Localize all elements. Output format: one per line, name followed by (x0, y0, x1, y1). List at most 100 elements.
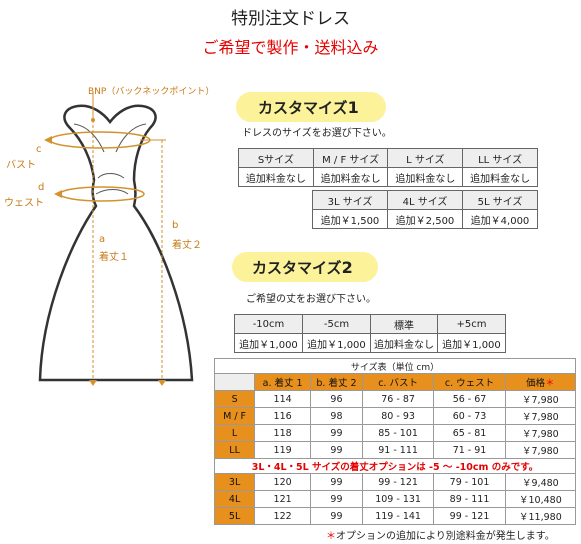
size-option-l[interactable]: L サイズ (387, 148, 464, 168)
size-chart-cell: ￥7,980 (504, 390, 577, 408)
size-option-price: 追加料金なし (312, 167, 389, 187)
size-chart-cell: 80 - 93 (361, 407, 435, 425)
large-size-price-row: 追加￥1,500 追加￥2,500 追加￥4,000 (312, 209, 538, 229)
customize-1-number: 1 (347, 98, 359, 117)
bust-arrow-icon (44, 136, 52, 144)
size-option-4l[interactable]: 4L サイズ (387, 190, 463, 210)
dress-diagram (38, 92, 194, 386)
b-label: 着丈２ (172, 240, 202, 251)
size-option-table: Sサイズ M / F サイズ L サイズ LL サイズ 追加料金なし 追加料金な… (238, 148, 538, 187)
customize-1-title-text: カスタマイズ (258, 99, 348, 117)
page-subtitle: ご希望で製作・送料込み (202, 38, 379, 57)
length-option-header-row: -10cm -5cm 標準 +5cm (234, 314, 507, 334)
size-option-3l[interactable]: 3L サイズ (312, 190, 388, 210)
size-chart-cell: 116 (254, 407, 312, 425)
length-option-price: 追加￥1,000 (436, 333, 507, 353)
size-chart-table: サイズ表（単位 cm） a. 着丈 1 b. 着丈 2 c. バスト c. ウェ… (213, 358, 577, 525)
length-option-standard[interactable]: 標準 (369, 314, 438, 334)
a-length-arrow (89, 380, 97, 386)
length-option-minus5[interactable]: -5cm (301, 314, 371, 334)
large-size-header-row: 3L サイズ 4L サイズ 5L サイズ (312, 190, 538, 210)
b-length-arrow (158, 380, 166, 386)
customize-1-badge (236, 92, 386, 122)
size-chart-size-label: M / F (213, 407, 256, 425)
size-option-ll[interactable]: LL サイズ (462, 148, 538, 168)
size-chart-size-label: 3L (213, 473, 256, 491)
size-chart-cell: 99 (310, 490, 363, 508)
size-chart-notice-row: 3L・4L・5L サイズの着丈オプションは -5 ～ -10cm のみです。 (214, 458, 576, 474)
size-chart-cell: 89 - 111 (433, 490, 506, 508)
size-chart-cell: 120 (254, 473, 312, 491)
size-option-price: 追加料金なし (387, 167, 464, 187)
length-option-table: -10cm -5cm 標準 +5cm 追加￥1,000 追加￥1,000 追加料… (234, 314, 507, 353)
length-option-price-row: 追加￥1,000 追加￥1,000 追加料金なし 追加￥1,000 (234, 333, 507, 353)
dress-fold-line (95, 189, 129, 195)
size-chart-cell: 96 (310, 390, 363, 408)
size-option-mf[interactable]: M / F サイズ (312, 148, 389, 168)
size-chart-cell: ￥9,480 (504, 473, 577, 491)
size-option-s[interactable]: Sサイズ (238, 148, 314, 168)
length-option-minus10[interactable]: -10cm (234, 314, 303, 334)
size-chart-caption-row: サイズ表（単位 cm） (214, 358, 576, 374)
waist-arrow-icon (54, 190, 62, 198)
customize-2-number: 2 (341, 258, 353, 277)
size-chart-cell: 99 - 121 (361, 473, 435, 491)
customize-1-instruction: ドレスのサイズをお選び下さい。 (242, 128, 392, 139)
size-chart-cell: 76 - 87 (361, 390, 435, 408)
size-chart-caption: サイズ表（単位 cm） (214, 358, 576, 374)
size-chart-cell: 114 (254, 390, 312, 408)
size-chart-cell: 118 (254, 424, 312, 442)
size-chart-cell: 122 (254, 507, 312, 525)
b-letter: b (172, 220, 179, 231)
size-chart-header: c. ウェスト (433, 373, 506, 391)
customize-1-title: カスタマイズ1 (258, 97, 359, 118)
size-chart-header-row: a. 着丈 1 b. 着丈 2 c. バスト c. ウェスト 価格＊ (213, 373, 577, 391)
size-chart-cell: ￥11,980 (504, 507, 577, 525)
size-option-5l[interactable]: 5L サイズ (462, 190, 538, 210)
price-asterisk: ＊ (545, 378, 555, 389)
size-chart-cell: 119 - 141 (361, 507, 435, 525)
size-option-price: 追加料金なし (462, 167, 538, 187)
size-chart-cell: 91 - 111 (361, 441, 435, 459)
size-chart-size-label: 4L (213, 490, 256, 508)
size-chart-cell: 119 (254, 441, 312, 459)
customize-2-title: カスタマイズ2 (252, 257, 353, 278)
size-chart-size-label: LL (213, 441, 256, 459)
size-chart-cell: 99 (310, 424, 363, 442)
size-chart-cell: 56 - 67 (433, 390, 506, 408)
size-chart-notice: 3L・4L・5L サイズの着丈オプションは -5 ～ -10cm のみです。 (214, 458, 576, 474)
customize-2-title-text: カスタマイズ (252, 259, 342, 277)
size-chart-cell: 98 (310, 407, 363, 425)
size-chart-cell: ￥7,980 (504, 407, 577, 425)
waist-label: ウェスト (4, 198, 44, 209)
size-chart-cell: 99 (310, 507, 363, 525)
length-option-plus5[interactable]: +5cm (436, 314, 507, 334)
large-size-option-table: 3L サイズ 4L サイズ 5L サイズ 追加￥1,500 追加￥2,500 追… (312, 190, 538, 229)
size-option-price: 追加￥4,000 (462, 209, 538, 229)
customize-2-instruction: ご希望の丈をお選び下さい。 (246, 294, 376, 305)
size-chart-cell: 71 - 91 (433, 441, 506, 459)
size-option-header-row: Sサイズ M / F サイズ L サイズ LL サイズ (238, 148, 538, 168)
size-chart-cell: 109 - 131 (361, 490, 435, 508)
size-chart-cell: ￥7,980 (504, 441, 577, 459)
size-chart-header: a. 着丈 1 (254, 373, 312, 391)
size-chart-cell: 99 (310, 473, 363, 491)
size-chart-cell: 99 (310, 441, 363, 459)
size-option-price: 追加￥2,500 (387, 209, 463, 229)
size-chart-header: b. 着丈 2 (310, 373, 363, 391)
size-chart-header (213, 373, 256, 391)
waist-letter: d (38, 182, 45, 193)
size-chart-size-label: S (213, 390, 256, 408)
a-label: 着丈１ (99, 252, 129, 263)
bust-letter: c (36, 144, 42, 155)
price-header-text: 価格 (526, 378, 546, 389)
